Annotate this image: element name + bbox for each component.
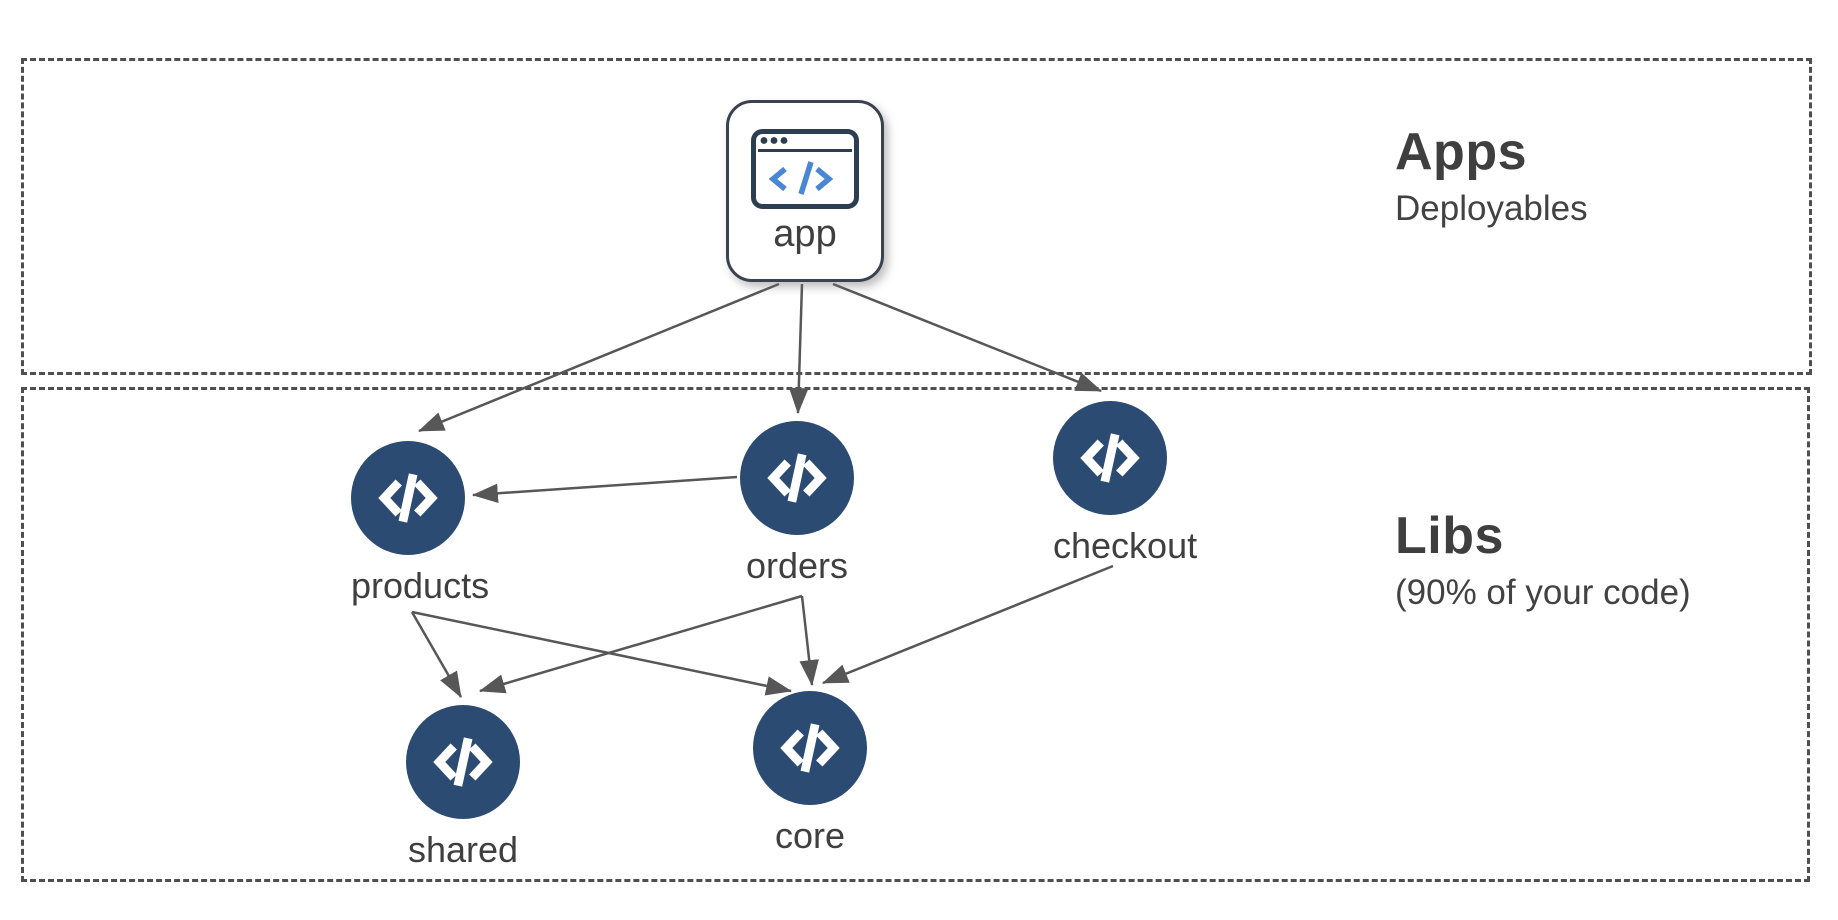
edge-products-to-shared bbox=[410, 611, 463, 698]
shared-circle bbox=[406, 705, 520, 819]
code-icon bbox=[430, 735, 496, 789]
edge-orders-to-core bbox=[799, 595, 819, 687]
node-checkout: checkout bbox=[1053, 401, 1198, 567]
node-core-label: core bbox=[774, 815, 846, 856]
libs-title: Libs bbox=[1395, 507, 1504, 565]
orders-circle bbox=[740, 421, 854, 535]
code-icon bbox=[375, 471, 441, 525]
edge-app-to-orders bbox=[789, 283, 809, 415]
apps-title: Apps bbox=[1395, 123, 1527, 181]
code-icon bbox=[764, 451, 830, 505]
node-shared: shared bbox=[406, 705, 520, 871]
node-app-label: app bbox=[773, 213, 837, 255]
libs-section-box bbox=[21, 387, 1810, 882]
node-orders-label: orders bbox=[745, 545, 849, 586]
libs-subtitle: (90% of your code) bbox=[1395, 573, 1691, 613]
node-products: products bbox=[351, 441, 490, 607]
node-checkout-label: checkout bbox=[1053, 525, 1198, 566]
node-products-label: products bbox=[351, 565, 490, 606]
libs-section-label: Libs (90% of your code) bbox=[1395, 507, 1691, 613]
code-icon bbox=[777, 721, 843, 775]
edge-app-to-products bbox=[417, 282, 780, 433]
apps-section-box bbox=[21, 58, 1812, 375]
node-orders: orders bbox=[740, 421, 854, 587]
edge-checkout-to-core bbox=[821, 564, 1114, 685]
node-app: app bbox=[726, 100, 884, 282]
checkout-circle bbox=[1053, 401, 1167, 515]
node-shared-label: shared bbox=[407, 829, 519, 870]
apps-subtitle: Deployables bbox=[1395, 189, 1588, 229]
edge-products-to-core bbox=[411, 610, 793, 696]
app-window-icon bbox=[751, 129, 859, 209]
apps-section-label: Apps Deployables bbox=[1395, 123, 1588, 229]
edge-orders-to-products bbox=[471, 475, 738, 504]
node-core: core bbox=[753, 691, 867, 857]
edge-orders-to-shared bbox=[478, 594, 803, 694]
products-circle bbox=[351, 441, 465, 555]
edge-app-to-checkout bbox=[832, 282, 1103, 393]
code-icon bbox=[1077, 431, 1143, 485]
core-circle bbox=[753, 691, 867, 805]
